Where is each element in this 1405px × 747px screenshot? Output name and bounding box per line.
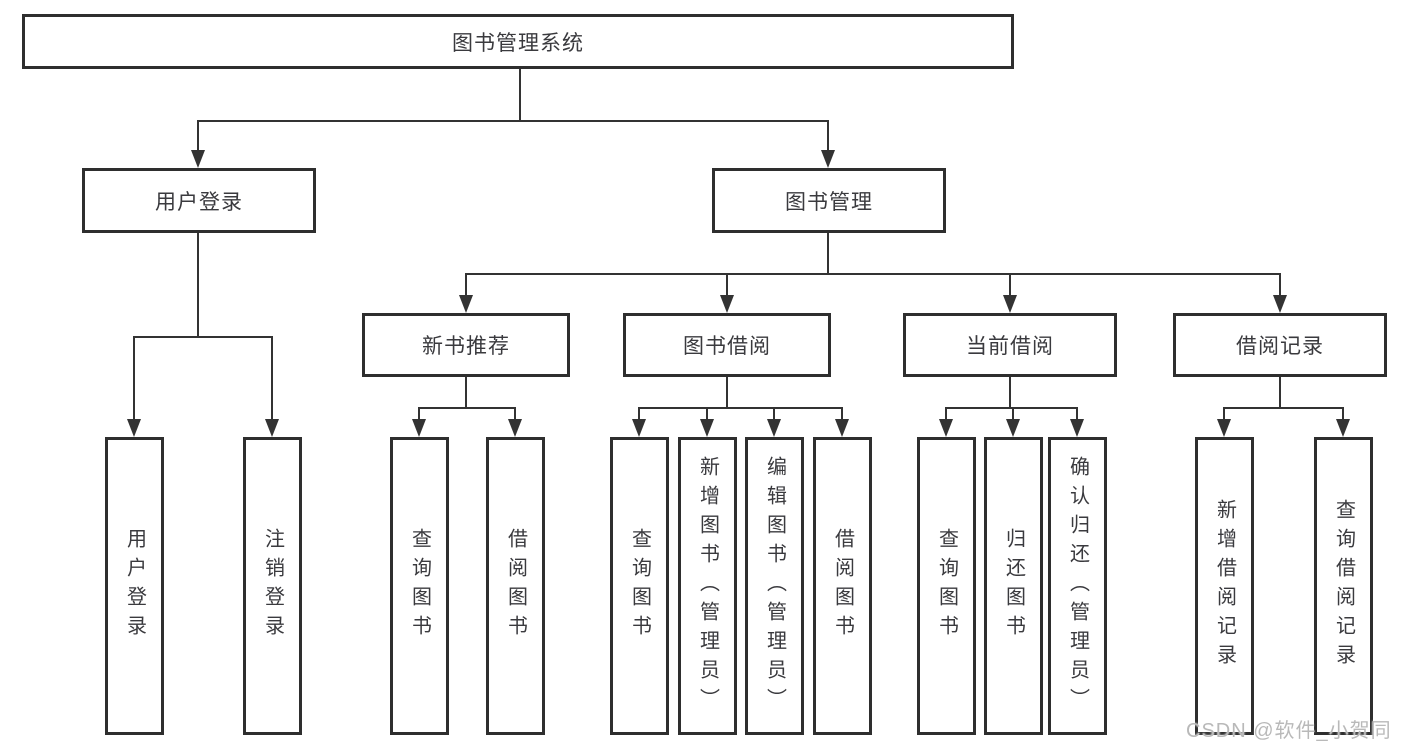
- connector-line: [197, 120, 829, 122]
- connector-line: [1279, 273, 1281, 299]
- connector-line: [1009, 273, 1011, 299]
- connector-line: [638, 407, 843, 409]
- node-current-borrow-label: 当前借阅: [966, 335, 1054, 358]
- connector-line: [197, 120, 199, 155]
- leaf-user-login: 用户登录: [105, 437, 164, 735]
- leaf-user-login-label: 用户登录: [123, 528, 146, 644]
- csdn-watermark: CSDN @软件_小贺同学: [1186, 720, 1392, 742]
- connector-arrow-down: [1006, 419, 1020, 437]
- node-user-login: 用户登录: [82, 168, 316, 233]
- node-book-borrow-label: 图书借阅: [683, 335, 771, 358]
- connector-arrow-down: [191, 150, 205, 168]
- connector-arrow-down: [1070, 419, 1084, 437]
- connector-line: [465, 273, 1281, 275]
- connector-arrow-down: [265, 419, 279, 437]
- node-root: 图书管理系统: [22, 14, 1014, 69]
- connector-line: [133, 336, 135, 424]
- connector-arrow-down: [459, 295, 473, 313]
- connector-arrow-down: [127, 419, 141, 437]
- leaf-query-books-label: 查询图书: [935, 528, 958, 644]
- leaf-edit-books-admin: 编辑图书（管理员）: [745, 437, 804, 735]
- node-current-borrow: 当前借阅: [903, 313, 1117, 377]
- leaf-return-books: 归还图书: [984, 437, 1043, 735]
- connector-arrow-down: [720, 295, 734, 313]
- connector-arrow-down: [1217, 419, 1231, 437]
- connector-arrow-down: [632, 419, 646, 437]
- connector-line: [1076, 407, 1078, 423]
- connector-arrow-down: [700, 419, 714, 437]
- node-new-book-recommend: 新书推荐: [362, 313, 570, 377]
- connector-arrow-down: [1336, 419, 1350, 437]
- connector-arrow-down: [821, 150, 835, 168]
- connector-line: [1012, 407, 1014, 423]
- leaf-query-books-label: 查询图书: [408, 528, 431, 644]
- leaf-borrow-books: 借阅图书: [486, 437, 545, 735]
- leaf-query-books: 查询图书: [390, 437, 449, 735]
- connector-line: [638, 407, 640, 423]
- connector-line: [418, 407, 420, 423]
- leaf-borrow-books-label: 借阅图书: [504, 528, 527, 644]
- leaf-query-borrow-record-label: 查询借阅记录: [1332, 499, 1355, 673]
- connector-line: [1342, 407, 1344, 423]
- leaf-edit-books-admin-label: 编辑图书（管理员）: [763, 455, 786, 717]
- connector-line: [1223, 407, 1225, 423]
- node-book-management: 图书管理: [712, 168, 946, 233]
- connector-arrow-down: [767, 419, 781, 437]
- leaf-add-borrow-record-label: 新增借阅记录: [1213, 499, 1236, 673]
- leaf-add-books-admin-label: 新增图书（管理员）: [696, 455, 719, 717]
- leaf-add-books-admin: 新增图书（管理员）: [678, 437, 737, 735]
- leaf-confirm-return-admin: 确认归还（管理员）: [1048, 437, 1107, 735]
- leaf-query-books: 查询图书: [610, 437, 669, 735]
- leaf-logout-label: 注销登录: [261, 528, 284, 644]
- connector-line: [841, 407, 843, 423]
- node-borrow-records: 借阅记录: [1173, 313, 1387, 377]
- connector-arrow-down: [508, 419, 522, 437]
- connector-line: [1279, 377, 1281, 409]
- leaf-query-books: 查询图书: [917, 437, 976, 735]
- leaf-query-borrow-record: 查询借阅记录: [1314, 437, 1373, 735]
- connector-line: [514, 407, 516, 423]
- node-book-borrow: 图书借阅: [623, 313, 831, 377]
- leaf-return-books-label: 归还图书: [1002, 528, 1025, 644]
- connector-arrow-down: [1003, 295, 1017, 313]
- connector-line: [197, 233, 199, 336]
- connector-line: [1223, 407, 1344, 409]
- connector-arrow-down: [835, 419, 849, 437]
- connector-line: [133, 336, 273, 338]
- connector-line: [1009, 377, 1011, 409]
- connector-line: [465, 377, 467, 409]
- connector-line: [945, 407, 1078, 409]
- leaf-confirm-return-admin-label: 确认归还（管理员）: [1066, 455, 1089, 717]
- leaf-query-books-label: 查询图书: [628, 528, 651, 644]
- connector-line: [827, 233, 829, 275]
- connector-line: [706, 407, 708, 423]
- connector-line: [465, 273, 467, 299]
- leaf-borrow-books: 借阅图书: [813, 437, 872, 735]
- connector-line: [726, 377, 728, 409]
- connector-line: [827, 120, 829, 155]
- node-root-label: 图书管理系统: [452, 31, 584, 55]
- node-book-management-label: 图书管理: [785, 190, 873, 214]
- connector-line: [726, 273, 728, 299]
- node-borrow-records-label: 借阅记录: [1236, 335, 1324, 358]
- leaf-add-borrow-record: 新增借阅记录: [1195, 437, 1254, 735]
- connector-arrow-down: [939, 419, 953, 437]
- connector-line: [519, 68, 521, 122]
- connector-arrow-down: [1273, 295, 1287, 313]
- connector-arrow-down: [412, 419, 426, 437]
- connector-line: [773, 407, 775, 423]
- connector-line: [271, 336, 273, 424]
- leaf-logout: 注销登录: [243, 437, 302, 735]
- connector-line: [418, 407, 516, 409]
- node-user-login-label: 用户登录: [155, 190, 243, 214]
- leaf-borrow-books-label: 借阅图书: [831, 528, 854, 644]
- connector-line: [945, 407, 947, 423]
- node-new-book-recommend-label: 新书推荐: [422, 335, 510, 358]
